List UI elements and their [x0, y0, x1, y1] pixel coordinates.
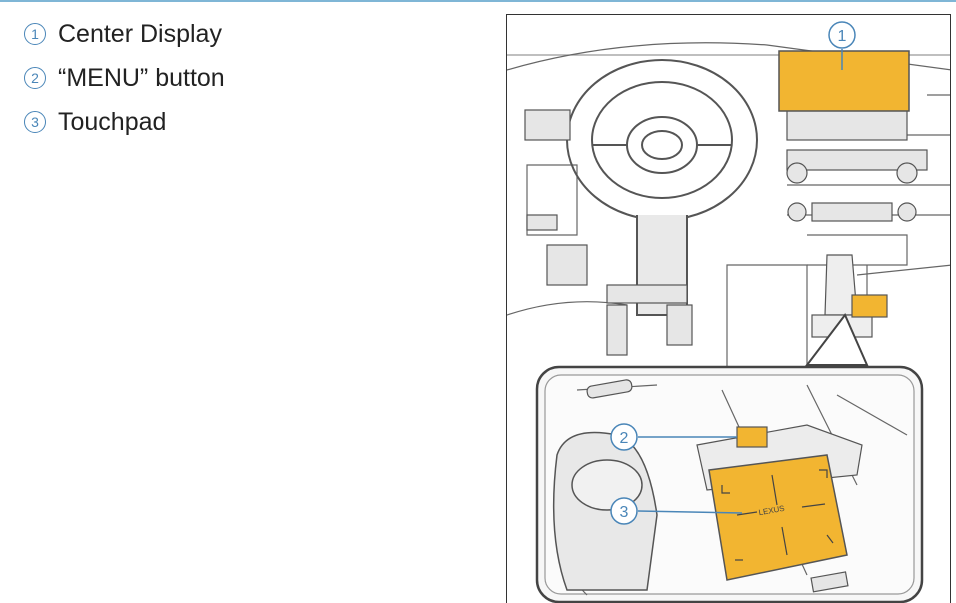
console-touchpad-highlight [851, 294, 888, 318]
menu-button-highlight [736, 426, 768, 448]
svg-text:1: 1 [838, 28, 847, 45]
svg-text:2: 2 [620, 430, 629, 447]
legend-number-badge: 1 [24, 23, 46, 45]
legend-item-menu-button: 2 “MENU” button [24, 56, 225, 100]
cockpit-illustration: LEXUS 1 2 3 [506, 14, 951, 603]
center-display-highlight [778, 50, 910, 112]
legend-number-badge: 3 [24, 111, 46, 133]
zoom-inset: LEXUS [535, 365, 924, 603]
touchpad-logo: LEXUS [758, 504, 785, 517]
cockpit-drawing: LEXUS 1 2 3 [507, 21, 950, 603]
legend-list: 1 Center Display 2 “MENU” button 3 Touch… [24, 12, 225, 144]
callout-2: 2 [610, 423, 638, 451]
legend-label: Center Display [58, 19, 222, 48]
legend-item-touchpad: 3 Touchpad [24, 100, 225, 144]
legend-number-badge: 2 [24, 67, 46, 89]
callout-1: 1 [828, 21, 856, 49]
svg-text:3: 3 [620, 504, 629, 521]
legend-label: Touchpad [58, 107, 167, 136]
steering-wheel [566, 59, 758, 316]
touchpad-highlight [708, 454, 848, 581]
top-rule [0, 0, 956, 2]
legend-label: “MENU” button [58, 63, 225, 92]
legend-item-center-display: 1 Center Display [24, 12, 225, 56]
callout-3: 3 [610, 497, 638, 525]
